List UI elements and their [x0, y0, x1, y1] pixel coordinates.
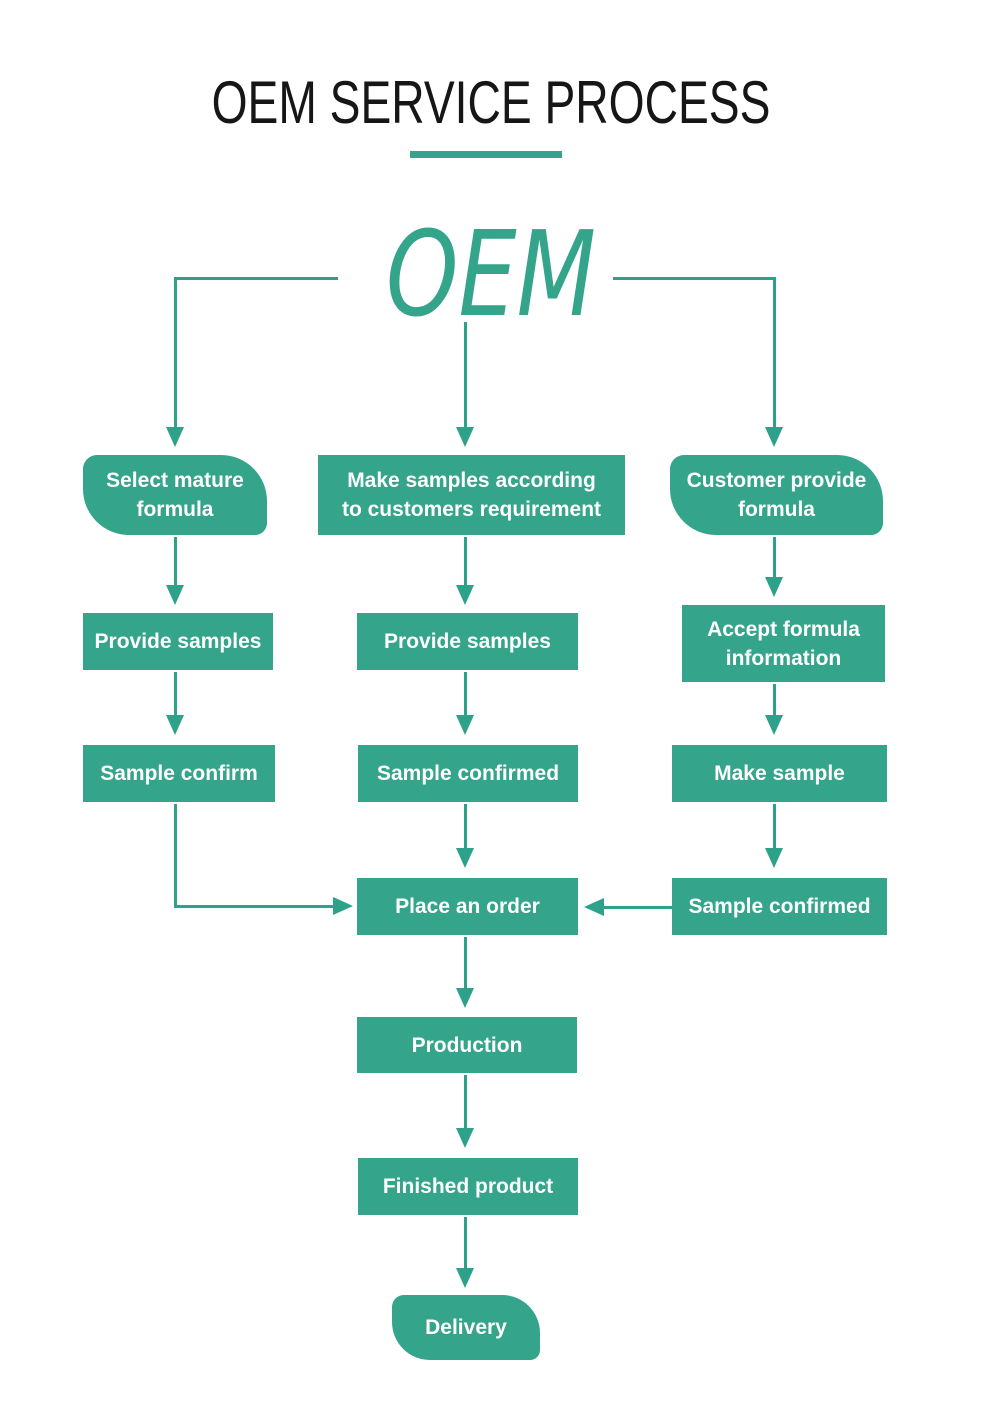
- connector-middle-row2-row3: [464, 672, 467, 717]
- node-delivery: Delivery: [392, 1295, 540, 1360]
- node-sample-confirmed-middle: Sample confirmed: [358, 745, 578, 802]
- arrowhead-production: [456, 988, 474, 1008]
- connector-left-down-to-elbow: [174, 804, 177, 908]
- connector-oem-middle-vertical: [464, 322, 467, 429]
- node-finished-product: Finished product: [358, 1158, 578, 1215]
- root-node-oem: OEM: [385, 205, 597, 343]
- arrowhead-middle-place-order: [456, 848, 474, 868]
- page-title: OEM SERVICE PROCESS: [211, 69, 771, 136]
- node-sample-confirm-left: Sample confirm: [83, 745, 275, 802]
- arrowhead-right-into-place-order: [584, 898, 604, 916]
- connector-right-into-order-horizontal: [602, 906, 672, 909]
- connector-left-elbow-horizontal: [174, 905, 335, 908]
- node-provide-samples-left: Provide samples: [83, 613, 273, 670]
- connector-oem-right-horizontal: [613, 277, 776, 280]
- arrowhead-middle-row3: [456, 715, 474, 735]
- node-sample-confirmed-right: Sample confirmed: [672, 878, 887, 935]
- connector-right-row3-row4: [773, 804, 776, 850]
- arrowhead-to-make-samples: [456, 427, 474, 447]
- connector-oem-left-vertical: [174, 277, 177, 429]
- arrowhead-left-row3: [166, 715, 184, 735]
- node-provide-samples-middle: Provide samples: [357, 613, 578, 670]
- arrowhead-right-row2: [765, 577, 783, 597]
- connector-left-row2-row3: [174, 672, 177, 717]
- connector-right-row2-row3: [773, 684, 776, 717]
- node-accept-formula-information: Accept formula information: [682, 605, 885, 682]
- node-make-samples-according: Make samples according to customers requ…: [318, 455, 625, 535]
- connector-production-finished: [464, 1075, 467, 1130]
- connector-left-row1-row2: [174, 537, 177, 587]
- connector-right-row1-row2: [773, 537, 776, 579]
- node-make-sample-right: Make sample: [672, 745, 887, 802]
- arrowhead-left-into-place-order: [333, 897, 353, 915]
- connector-oem-left-horizontal: [176, 277, 338, 280]
- node-production: Production: [357, 1017, 577, 1073]
- connector-finished-delivery: [464, 1217, 467, 1270]
- arrowhead-right-sample-confirmed: [765, 848, 783, 868]
- connector-order-production: [464, 937, 467, 990]
- arrowhead-to-select-mature-formula: [166, 427, 184, 447]
- connector-middle-row1-row2: [464, 537, 467, 587]
- arrowhead-finished-product: [456, 1128, 474, 1148]
- node-customer-provide-formula: Customer provide formula: [670, 455, 883, 535]
- node-place-an-order: Place an order: [357, 878, 578, 935]
- arrowhead-delivery: [456, 1268, 474, 1288]
- arrowhead-right-row3: [765, 715, 783, 735]
- connector-oem-right-vertical: [773, 277, 776, 429]
- arrowhead-middle-row2: [456, 585, 474, 605]
- arrowhead-left-row2: [166, 585, 184, 605]
- connector-middle-row3-order: [464, 804, 467, 850]
- arrowhead-to-customer-provide-formula: [765, 427, 783, 447]
- title-underline-divider: [410, 151, 562, 158]
- node-select-mature-formula: Select mature formula: [83, 455, 267, 535]
